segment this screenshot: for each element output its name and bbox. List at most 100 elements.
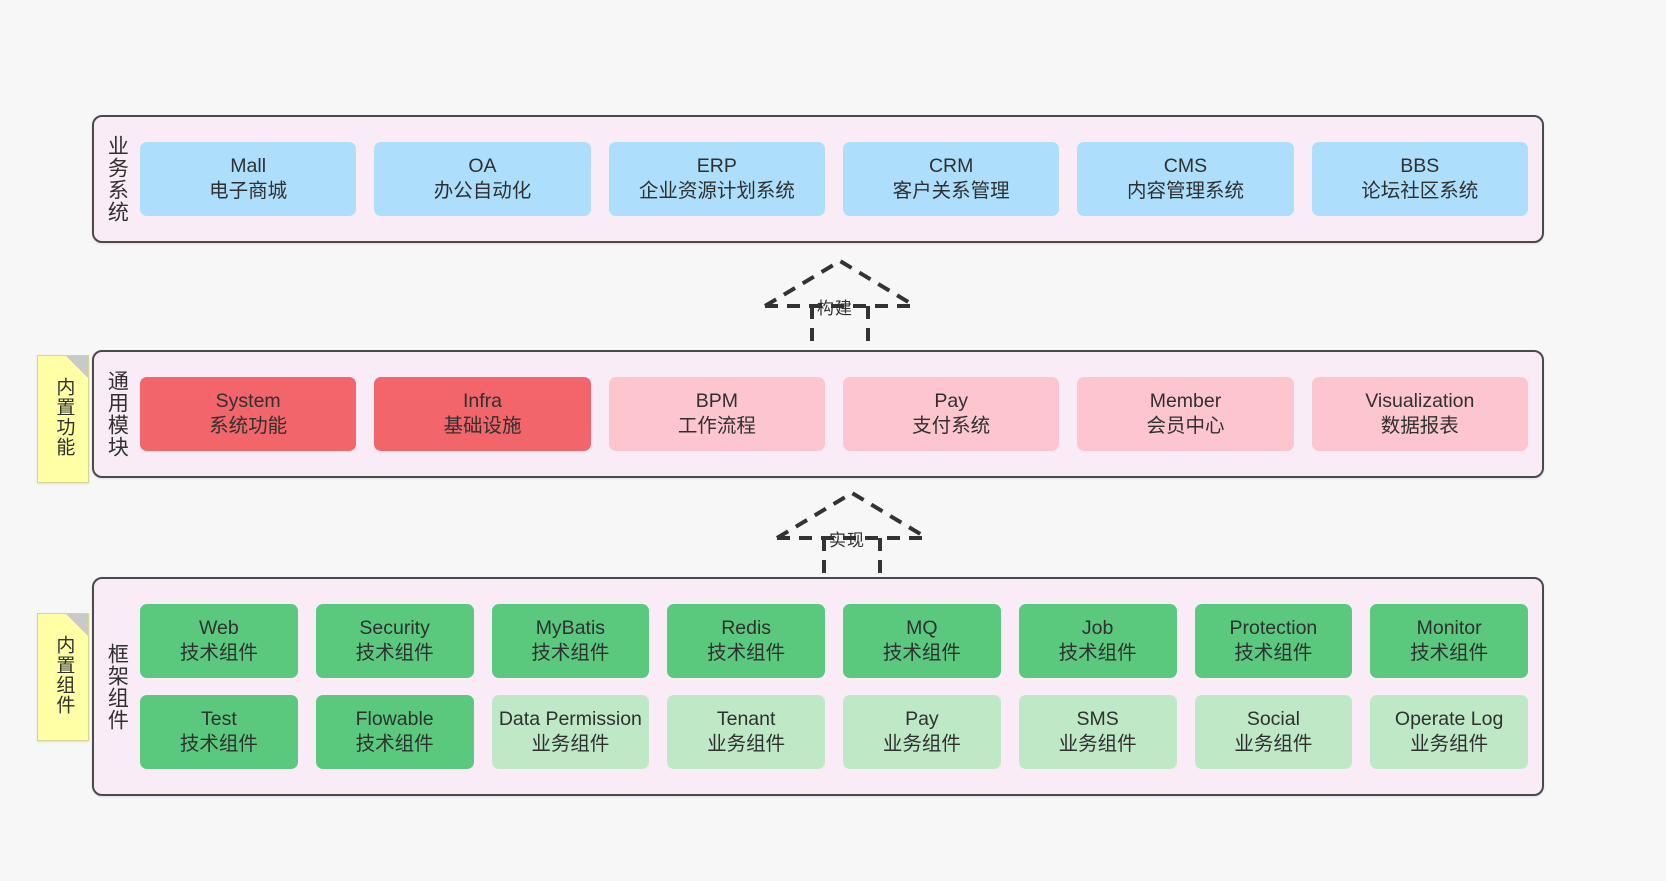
card-title: Job <box>1081 616 1114 639</box>
card-mq[interactable]: MQ 技术组件 <box>843 604 1001 678</box>
card-subtitle: 支付系统 <box>912 415 991 437</box>
card-title: Operate Log <box>1394 707 1504 730</box>
connector-label-build: 构建 <box>817 299 853 318</box>
card-subtitle: 技术组件 <box>1410 642 1489 664</box>
card-title: ERP <box>696 154 737 177</box>
card-title: SMS <box>1076 707 1119 730</box>
card-subtitle: 电子商城 <box>209 180 288 202</box>
card-title: CRM <box>928 154 974 177</box>
card-subtitle: 技术组件 <box>179 733 258 755</box>
card-title: Mall <box>230 154 267 177</box>
card-title: Visualization <box>1365 389 1475 412</box>
card-subtitle: 技术组件 <box>882 642 961 664</box>
card-oa[interactable]: OA 办公自动化 <box>374 142 591 216</box>
card-protection[interactable]: Protection 技术组件 <box>1194 604 1353 678</box>
card-title: Data Permission <box>498 707 642 730</box>
card-redis[interactable]: Redis 技术组件 <box>667 604 825 678</box>
card-subtitle: 业务组件 <box>882 733 961 755</box>
card-title: Social <box>1246 707 1300 730</box>
card-title: Test <box>200 707 237 730</box>
card-system[interactable]: System 系统功能 <box>140 377 357 451</box>
card-title: Infra <box>462 389 502 412</box>
layer-label-common-module: 通用模块 <box>105 370 129 458</box>
card-title: MQ <box>906 616 938 639</box>
card-social[interactable]: Social 业务组件 <box>1194 695 1353 769</box>
card-operate-log[interactable]: Operate Log 业务组件 <box>1370 695 1528 769</box>
card-cms[interactable]: CMS 内容管理系统 <box>1077 142 1294 216</box>
card-web[interactable]: Web 技术组件 <box>140 604 298 678</box>
card-title: Member <box>1149 389 1222 412</box>
card-title: Monitor <box>1416 616 1482 639</box>
card-row: System 系统功能 Infra 基础设施 BPM 工作流程 Pay 支付系统… <box>140 377 1528 451</box>
card-subtitle: 工作流程 <box>677 415 756 437</box>
card-title: Pay <box>905 707 939 730</box>
card-data-permission[interactable]: Data Permission 业务组件 <box>491 695 650 769</box>
card-title: BPM <box>695 389 738 412</box>
card-row: Mall 电子商城 OA 办公自动化 ERP 企业资源计划系统 CRM 客户关系… <box>140 142 1528 216</box>
card-security[interactable]: Security 技术组件 <box>315 604 474 678</box>
card-title: CMS <box>1163 154 1208 177</box>
card-subtitle: 系统功能 <box>209 415 288 437</box>
card-flowable[interactable]: Flowable 技术组件 <box>315 695 474 769</box>
arrowhead-triangle-icon <box>775 490 929 540</box>
card-subtitle: 基础设施 <box>443 415 522 437</box>
card-mybatis[interactable]: MyBatis 技术组件 <box>491 604 650 678</box>
card-subtitle: 业务组件 <box>1234 733 1313 755</box>
card-subtitle: 办公自动化 <box>433 180 532 202</box>
card-title: Pay <box>934 389 968 412</box>
card-subtitle: 论坛社区系统 <box>1361 180 1479 202</box>
card-subtitle: 技术组件 <box>531 642 610 664</box>
card-subtitle: 内容管理系统 <box>1126 180 1244 202</box>
card-title: BBS <box>1400 154 1440 177</box>
card-pay[interactable]: Pay 支付系统 <box>842 377 1060 451</box>
note-builtin-component: 内置组件 <box>37 613 89 741</box>
card-subtitle: 技术组件 <box>179 642 258 664</box>
card-title: Web <box>199 616 239 639</box>
arrowhead-triangle-icon <box>763 258 917 308</box>
note-fold-corner-icon <box>66 614 88 636</box>
card-row-business: Test 技术组件 Flowable 技术组件 Data Permission … <box>140 695 1528 769</box>
card-title: Protection <box>1229 616 1318 639</box>
card-job[interactable]: Job 技术组件 <box>1018 604 1177 678</box>
card-title: Security <box>359 616 430 639</box>
card-subtitle: 业务组件 <box>531 733 610 755</box>
card-title: Flowable <box>355 707 434 730</box>
layer-body-framework-component: Web 技术组件 Security 技术组件 MyBatis 技术组件 Redi… <box>138 579 1542 794</box>
card-sms[interactable]: SMS 业务组件 <box>1018 695 1177 769</box>
note-builtin-function: 内置功能 <box>37 355 89 483</box>
connector-label-implement: 实现 <box>829 531 865 550</box>
card-crm[interactable]: CRM 客户关系管理 <box>842 142 1060 216</box>
card-subtitle: 会员中心 <box>1146 415 1225 437</box>
layer-common-module: 通用模块 System 系统功能 Infra 基础设施 BPM 工作流程 Pay… <box>92 350 1544 478</box>
layer-body-common-module: System 系统功能 Infra 基础设施 BPM 工作流程 Pay 支付系统… <box>138 352 1542 476</box>
card-subtitle: 技术组件 <box>355 733 434 755</box>
layer-framework-component: 框架组件 Web 技术组件 Security 技术组件 MyBatis 技术组件… <box>92 577 1544 796</box>
card-subtitle: 业务组件 <box>1410 733 1489 755</box>
card-subtitle: 数据报表 <box>1380 415 1459 437</box>
card-erp[interactable]: ERP 企业资源计划系统 <box>608 142 825 216</box>
card-subtitle: 客户关系管理 <box>892 180 1010 202</box>
connector-build: 构建 <box>760 258 920 354</box>
card-bbs[interactable]: BBS 论坛社区系统 <box>1311 142 1528 216</box>
card-infra[interactable]: Infra 基础设施 <box>374 377 591 451</box>
card-title: OA <box>468 154 497 177</box>
card-tenant[interactable]: Tenant 业务组件 <box>667 695 825 769</box>
card-title: Redis <box>721 616 772 639</box>
note-fold-corner-icon <box>66 356 88 378</box>
layer-body-business-system: Mall 电子商城 OA 办公自动化 ERP 企业资源计划系统 CRM 客户关系… <box>138 117 1542 241</box>
card-pay-component[interactable]: Pay 业务组件 <box>843 695 1001 769</box>
card-bpm[interactable]: BPM 工作流程 <box>608 377 825 451</box>
card-monitor[interactable]: Monitor 技术组件 <box>1370 604 1528 678</box>
card-subtitle: 企业资源计划系统 <box>638 180 795 202</box>
layer-business-system: 业务系统 Mall 电子商城 OA 办公自动化 ERP 企业资源计划系统 CRM… <box>92 115 1544 243</box>
card-mall[interactable]: Mall 电子商城 <box>140 142 357 216</box>
card-subtitle: 技术组件 <box>1058 642 1137 664</box>
card-test[interactable]: Test 技术组件 <box>140 695 298 769</box>
card-subtitle: 技术组件 <box>355 642 434 664</box>
card-subtitle: 业务组件 <box>1058 733 1137 755</box>
card-title: MyBatis <box>535 616 606 639</box>
layer-label-business-system: 业务系统 <box>105 135 129 223</box>
card-visualization[interactable]: Visualization 数据报表 <box>1311 377 1528 451</box>
card-member[interactable]: Member 会员中心 <box>1077 377 1294 451</box>
